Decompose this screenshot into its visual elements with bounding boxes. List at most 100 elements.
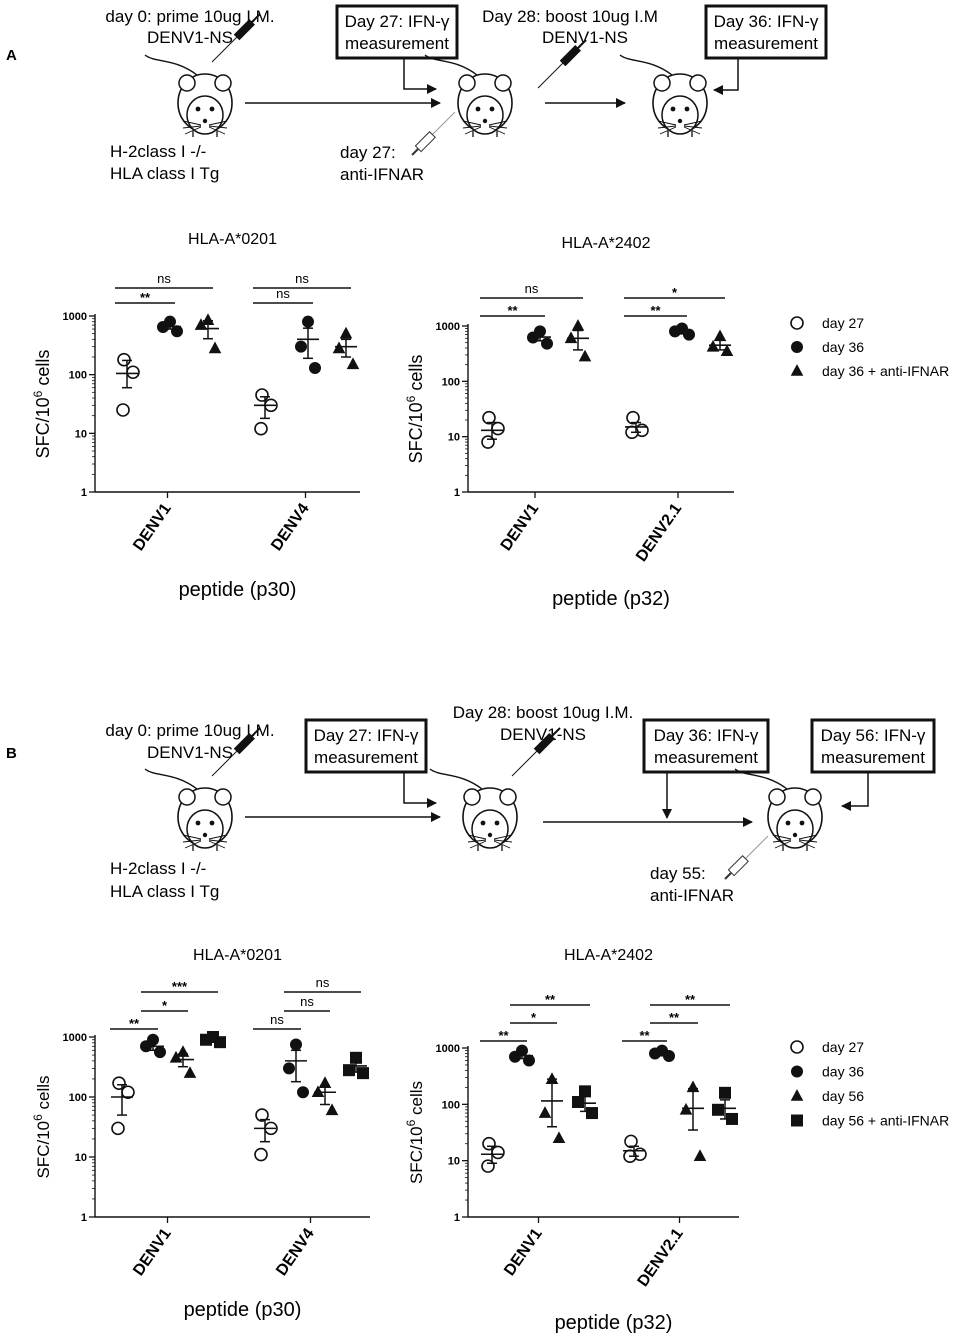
mouse-icon bbox=[734, 768, 823, 852]
boost-text: Day 28: boost 10ug I.M bbox=[482, 7, 658, 26]
pointer-arrow bbox=[713, 59, 739, 95]
x-tick-label: DENV2.1 bbox=[633, 500, 685, 564]
legend-label: day 27 bbox=[822, 1039, 864, 1055]
y-tick-label: 100 bbox=[69, 370, 87, 382]
strain-text: H-2class I -/- bbox=[110, 859, 206, 878]
square-marker bbox=[719, 1086, 731, 1099]
measurement-box-text: Day 56: IFN-γ bbox=[821, 726, 926, 745]
legend-label: day 36 + anti-IFNAR bbox=[822, 363, 949, 379]
x-tick-label: DENV1 bbox=[130, 1225, 175, 1279]
significance-label: ns bbox=[276, 286, 290, 301]
open-circle-marker bbox=[116, 403, 130, 417]
mouse-icon bbox=[424, 54, 513, 138]
filled-circle-marker bbox=[297, 1086, 309, 1099]
triangle-marker bbox=[339, 326, 353, 339]
x-axis-label: peptide (p32) bbox=[555, 1312, 673, 1334]
significance-label: ** bbox=[639, 1028, 650, 1043]
measurement-box-text: measurement bbox=[314, 748, 418, 767]
y-tick-label: 100 bbox=[69, 1092, 87, 1104]
open-circle-marker bbox=[482, 410, 496, 425]
significance-label: ** bbox=[650, 303, 661, 318]
filled-circle-marker bbox=[541, 337, 553, 350]
triangle-marker bbox=[571, 319, 585, 331]
square-marker bbox=[712, 1103, 724, 1116]
chart-title: HLA-A*2402 bbox=[562, 235, 651, 252]
measurement-box bbox=[642, 718, 770, 774]
chart-title: HLA-A*0201 bbox=[193, 947, 282, 964]
measurement-box-text: measurement bbox=[714, 34, 818, 53]
filled-circle-marker bbox=[154, 1046, 166, 1059]
significance-label: ns bbox=[295, 271, 309, 286]
x-axis-label: peptide (p30) bbox=[179, 579, 297, 601]
legend-label: day 27 bbox=[822, 315, 864, 331]
triangle-marker bbox=[564, 331, 578, 344]
triangle-marker bbox=[538, 1106, 552, 1118]
filled-circle-marker bbox=[295, 340, 307, 353]
panel-b-timeline: B day 0: prime 10ug I.M. DENV1-NS H-2cla… bbox=[6, 703, 936, 905]
panel-label: B bbox=[6, 745, 17, 762]
square-marker bbox=[357, 1067, 369, 1080]
x-axis-label: peptide (p30) bbox=[184, 1299, 302, 1321]
open-circle-marker bbox=[491, 1145, 505, 1160]
open-circle-marker bbox=[624, 1134, 638, 1149]
y-tick-label: 10 bbox=[75, 428, 87, 440]
x-tick-label: DENV1 bbox=[130, 500, 175, 554]
x-tick-label: DENV1 bbox=[498, 500, 543, 554]
significance-label: *** bbox=[172, 979, 188, 994]
ifnar-text: anti-IFNAR bbox=[650, 886, 734, 905]
ifnar-text: anti-IFNAR bbox=[340, 165, 424, 184]
x-tick-label: DENV2.1 bbox=[635, 1225, 687, 1289]
chart-title: HLA-A*0201 bbox=[188, 231, 277, 248]
open-circle-marker bbox=[112, 1076, 126, 1090]
measurement-box-text: measurement bbox=[345, 34, 449, 53]
syringe-icon bbox=[537, 39, 587, 89]
legend-panel-a: day 27 day 36 day 36 + anti-IFNAR bbox=[790, 315, 949, 379]
y-tick-label: 1 bbox=[454, 1212, 460, 1224]
filled-circle-marker bbox=[302, 315, 314, 328]
pointer-arrow bbox=[403, 773, 437, 808]
open-circle-marker bbox=[254, 421, 268, 436]
open-circle-marker bbox=[111, 1121, 125, 1136]
mouse-icon bbox=[144, 54, 233, 138]
prime-text: day 0: prime 10ug I.M. bbox=[105, 721, 274, 740]
filled-circle-marker bbox=[171, 325, 183, 338]
measurement-box-text: measurement bbox=[821, 748, 925, 767]
y-tick-label: 1 bbox=[454, 487, 460, 499]
filled-circle-marker bbox=[309, 361, 321, 374]
measurement-box-text: Day 36: IFN-γ bbox=[714, 12, 819, 31]
significance-label: * bbox=[672, 285, 678, 300]
boost-text: DENV1-NS bbox=[500, 725, 586, 744]
prime-text: day 0: prime 10ug I.M. bbox=[105, 7, 274, 26]
legend-label: day 36 bbox=[822, 339, 864, 355]
triangle-marker bbox=[325, 1103, 339, 1116]
ifnar-text: day 55: bbox=[650, 864, 706, 883]
square-marker bbox=[726, 1112, 738, 1125]
triangle-marker bbox=[208, 341, 222, 354]
syringe-icon bbox=[411, 111, 456, 156]
mouse-icon bbox=[619, 54, 708, 138]
significance-label: ns bbox=[157, 271, 171, 286]
filled-circle-marker bbox=[509, 1050, 521, 1063]
triangle-marker bbox=[693, 1149, 707, 1162]
chart-title: HLA-A*2402 bbox=[564, 947, 653, 964]
boost-text: DENV1-NS bbox=[542, 28, 628, 47]
y-tick-label: 100 bbox=[442, 1099, 460, 1111]
strain-text: HLA class I Tg bbox=[110, 164, 219, 183]
mouse-icon bbox=[429, 768, 518, 852]
measurement-box bbox=[810, 718, 936, 774]
y-tick-label: 10 bbox=[448, 1156, 460, 1168]
syringe-icon bbox=[724, 835, 769, 880]
significance-label: * bbox=[531, 1010, 537, 1025]
open-circle-marker bbox=[255, 388, 269, 402]
significance-label: ns bbox=[300, 994, 314, 1009]
triangle-marker bbox=[183, 1066, 197, 1078]
y-tick-label: 1000 bbox=[63, 1032, 87, 1044]
measurement-box-text: Day 36: IFN-γ bbox=[654, 726, 759, 745]
open-circle-marker bbox=[491, 421, 505, 436]
significance-label: ** bbox=[669, 1010, 680, 1025]
